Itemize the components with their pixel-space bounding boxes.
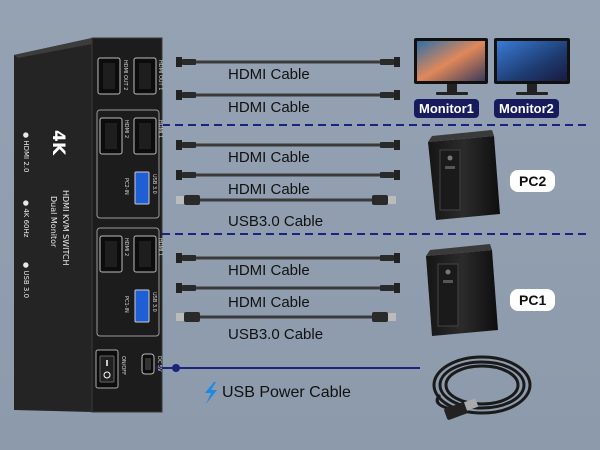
hdmi-port-pc2-2[interactable] [99,117,123,155]
port-label-dc: DC 5V [156,356,162,372]
usb-power-plug [444,398,479,420]
cable-pc1-usb [176,312,396,322]
device-badge: 4K [48,130,68,156]
hdmi-port-pc1-1[interactable] [133,235,157,273]
kvm-switch-box [14,37,163,413]
cable-label-pc1-usb: USB3.0 Cable [228,326,324,343]
pc2-tag: PC2 [510,170,556,192]
cable-label-monitor-1: HDMI Cable [228,66,310,83]
dc-power-port[interactable] [141,353,155,375]
monitor-1-image [414,38,488,95]
cable-label-pc2-hdmi-1: HDMI Cable [228,149,310,166]
port-label-hdmi-1-bottom: HDMI 1 [157,238,163,257]
cable-pc2-usb [176,195,396,205]
cable-pc1-hdmi-1 [176,253,400,263]
pc2-tower-image [428,130,500,220]
port-panels [96,109,160,337]
cable-pc2-hdmi-1 [176,140,400,150]
cable-label-pc1-hdmi-2: HDMI Cable [228,294,310,311]
usb-power-cable-image [432,355,532,415]
power-line [156,364,420,372]
port-label-pc2-in: PC2-IN [123,178,129,195]
port-label-hdmi-out-1: HDMI OUT 1 [157,60,163,91]
hdmi-port-out-1[interactable] [133,57,157,95]
monitor2-tag: Monitor2 [494,99,559,118]
cable-label-pc1-hdmi-1: HDMI Cable [228,262,310,279]
hdmi-port-pc1-2[interactable] [99,235,123,273]
pc1-tower-image [426,244,498,336]
device-model-line2: Dual Monitor [49,196,58,248]
usb-port-pc1[interactable] [134,289,150,323]
cable-monitor-1 [176,57,400,67]
switch-label: ON/OFF [120,356,126,376]
usb-port-pc2[interactable] [134,171,150,205]
cable-label-monitor-2: HDMI Cable [228,99,310,116]
port-label-usb-bottom: USB 3.0 [151,292,157,312]
port-label-hdmi-2-top: HDMI 2 [123,120,129,139]
device-spec-2: ● 4K 60Hz [22,200,30,238]
cable-label-pc2-usb: USB3.0 Cable [228,213,324,230]
cable-label-power: USB Power Cable [222,384,351,401]
port-label-hdmi-2-bottom: HDMI 2 [123,238,129,257]
hdmi-port-out-2[interactable] [97,57,121,95]
port-label-hdmi-1-top: HDMI 1 [157,120,163,139]
monitor1-tag: Monitor1 [414,99,479,118]
hdmi-port-pc2-1[interactable] [133,117,157,155]
port-label-pc1-in: PC1-IN [123,296,129,313]
pc1-tag: PC1 [510,289,556,311]
port-label-hdmi-out-2: HDMI OUT 2 [122,60,128,91]
power-switch[interactable] [95,349,119,389]
cable-pc1-hdmi-2 [176,283,400,293]
lightning-bolt-icon [205,382,217,404]
device-spec-1: ● HDMI 2.0 [22,132,30,173]
cable-pc2-hdmi-2 [176,170,400,180]
cable-label-pc2-hdmi-2: HDMI Cable [228,181,310,198]
device-spec-3: ● USB 3.0 [22,262,30,299]
device-model-line1: HDMI KVM SWITCH [61,190,70,266]
port-label-usb-top: USB 3.0 [151,174,157,194]
cable-monitor-2 [176,90,400,100]
monitor-2-image [494,38,570,95]
